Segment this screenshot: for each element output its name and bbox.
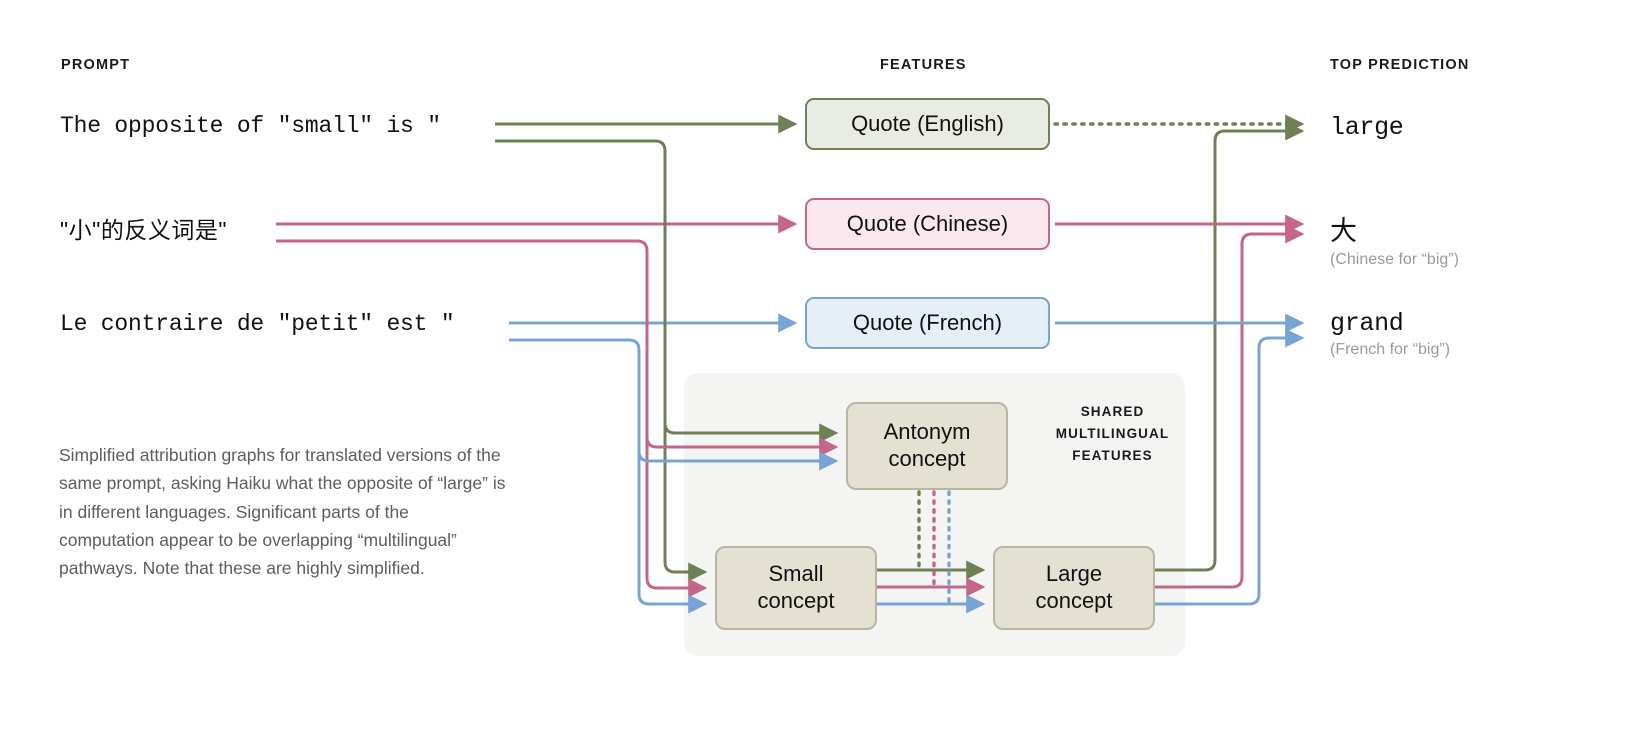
feature-box-quote-french-label: Quote (French): [852, 310, 1003, 335]
prediction-french-token: grand: [1330, 309, 1404, 338]
prediction-chinese: 大 (Chinese for “big”): [1330, 209, 1459, 269]
concept-box-small[interactable]: Small concept: [715, 546, 877, 630]
column-header-features: FEATURES: [880, 57, 967, 73]
feature-box-quote-french[interactable]: Quote (French): [805, 297, 1050, 349]
concept-box-large[interactable]: Large concept: [993, 546, 1155, 630]
shared-multilingual-features-label: SHARED MULTILINGUAL FEATURES: [1040, 401, 1185, 467]
prompt-text-english: The opposite of "small" is ": [60, 113, 441, 139]
prompt-text-chinese: "小"的反义词是": [60, 217, 227, 243]
wire-prompt-en-to-small: [663, 160, 708, 582]
wire-prompt-fr-to-antonym: [509, 338, 839, 471]
prediction-french-note: (French for “big”): [1330, 341, 1451, 358]
shared-label-line3: FEATURES: [1072, 447, 1153, 463]
concept-box-large-line1: Large: [1045, 561, 1103, 587]
concept-box-antonym-line1: Antonym: [883, 419, 971, 445]
feature-box-quote-english[interactable]: Quote (English): [805, 98, 1050, 150]
prompt-text-french: Le contraire de "petit" est ": [60, 311, 455, 337]
wire-large-to-pred-fr: [1155, 328, 1305, 606]
wire-prompt-zh-to-antonym: [276, 239, 839, 457]
wire-prompt-zh-to-small: [645, 251, 708, 598]
prediction-french: grand (French for “big”): [1330, 309, 1450, 359]
prediction-chinese-note: (Chinese for “big”): [1330, 251, 1459, 268]
concept-box-antonym-line2: concept: [888, 446, 966, 471]
figure-caption: Simplified attribution graphs for transl…: [59, 445, 506, 579]
wire-large-to-pred-en: [1155, 121, 1305, 572]
concept-box-antonym[interactable]: Antonym concept: [846, 402, 1008, 490]
column-header-prompt: PROMPT: [61, 57, 131, 73]
concept-box-large-line2: concept: [1035, 588, 1113, 613]
concept-box-small-line1: Small: [768, 561, 824, 587]
concept-box-small-line2: concept: [757, 588, 835, 613]
prediction-chinese-token: 大: [1330, 216, 1357, 246]
prediction-english: large: [1330, 113, 1404, 142]
feature-box-quote-chinese-label: Quote (Chinese): [846, 211, 1009, 236]
wire-large-to-pred-zh: [1155, 224, 1305, 589]
shared-label-line2: MULTILINGUAL: [1055, 425, 1170, 441]
wire-prompt-fr-to-small: [637, 350, 708, 614]
column-header-prediction: TOP PREDICTION: [1330, 57, 1470, 73]
feature-box-quote-chinese[interactable]: Quote (Chinese): [805, 198, 1050, 250]
prediction-english-token: large: [1330, 113, 1404, 142]
shared-label-line1: SHARED: [1080, 404, 1145, 419]
feature-box-quote-english-label: Quote (English): [851, 111, 1004, 136]
